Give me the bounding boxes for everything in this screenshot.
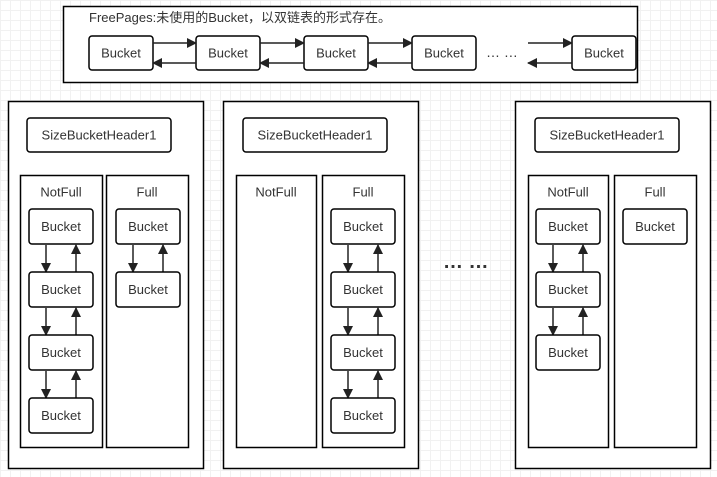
bucket-box [28, 334, 94, 371]
full-label: Full [645, 185, 666, 200]
notfull-label: NotFull [40, 185, 81, 200]
bucket-label: Bucket [548, 345, 588, 360]
free-pages-title: FreePages:未使用的Bucket，以双链表的形式存在。 [89, 10, 391, 25]
bucket-box [330, 271, 396, 308]
bucket-box [535, 334, 601, 371]
full-label: Full [137, 185, 158, 200]
bucket-label: Bucket [41, 345, 81, 360]
bucket-node: Bucket [330, 208, 396, 245]
bucket-label: Bucket [548, 282, 588, 297]
size-bucket-group: SizeBucketHeader1NotFullBucketBucketBuck… [7, 100, 205, 470]
bucket-box [88, 35, 154, 71]
bucket-label: Bucket [128, 282, 168, 297]
bucket-label: Bucket [424, 46, 464, 61]
bucket-label: Bucket [584, 46, 624, 61]
bucket-label: Bucket [101, 46, 141, 61]
notfull-list-box [235, 174, 318, 449]
bucket-label: Bucket [343, 345, 383, 360]
bucket-node: Bucket [28, 208, 94, 245]
bucket-node: Bucket [535, 334, 601, 371]
bucket-node: Bucket [28, 271, 94, 308]
bucket-label: Bucket [343, 282, 383, 297]
bucket-box [330, 208, 396, 245]
size-bucket-header-label: SizeBucketHeader1 [42, 128, 157, 143]
bucket-box [28, 208, 94, 245]
bucket-box [622, 208, 688, 245]
bucket-box [330, 334, 396, 371]
bucket-box [571, 35, 637, 71]
bucket-box [303, 35, 369, 71]
bucket-node: Bucket [330, 397, 396, 434]
bucket-label: Bucket [343, 408, 383, 423]
bucket-node: Bucket [28, 334, 94, 371]
groups-ellipsis: … … [443, 251, 489, 273]
bucket-node: Bucket [330, 271, 396, 308]
bucket-node: Bucket [115, 271, 181, 308]
free-pages-ellipsis: … … [486, 44, 518, 60]
bucket-label: Bucket [41, 219, 81, 234]
notfull-column: NotFull [235, 174, 318, 449]
bucket-label: Bucket [635, 219, 675, 234]
bucket-node: Bucket [535, 208, 601, 245]
free-bucket-node: Bucket [411, 35, 477, 71]
full-label: Full [353, 185, 374, 200]
size-bucket-header [242, 117, 388, 153]
free-bucket-node: Bucket [88, 35, 154, 71]
bucket-node: Bucket [622, 208, 688, 245]
notfull-label: NotFull [255, 185, 296, 200]
size-bucket-header [534, 117, 680, 153]
bucket-label: Bucket [548, 219, 588, 234]
bucket-label: Bucket [128, 219, 168, 234]
bucket-box [115, 271, 181, 308]
bucket-node: Bucket [330, 334, 396, 371]
size-bucket-header-label: SizeBucketHeader1 [550, 128, 665, 143]
free-pages-list: Bucket Bucket Bucket Bucket Bucket [88, 35, 637, 71]
bucket-box [535, 271, 601, 308]
size-bucket-header [26, 117, 172, 153]
bucket-label: Bucket [208, 46, 248, 61]
bucket-label: Bucket [41, 282, 81, 297]
bucket-node: Bucket [115, 208, 181, 245]
bucket-box [195, 35, 261, 71]
bucket-box [411, 35, 477, 71]
bucket-box [535, 208, 601, 245]
size-bucket-header-label: SizeBucketHeader1 [258, 128, 373, 143]
bucket-node: Bucket [28, 397, 94, 434]
bucket-box [330, 397, 396, 434]
size-bucket-groups: SizeBucketHeader1NotFullBucketBucketBuck… [7, 100, 712, 470]
notfull-label: NotFull [547, 185, 588, 200]
bucket-box [28, 271, 94, 308]
size-bucket-group: SizeBucketHeader1NotFullBucketBucketBuck… [514, 100, 712, 470]
free-bucket-node: Bucket [571, 35, 637, 71]
bucket-box [28, 397, 94, 434]
bucket-label: Bucket [343, 219, 383, 234]
bucket-node: Bucket [535, 271, 601, 308]
bucket-label: Bucket [41, 408, 81, 423]
free-bucket-node: Bucket [195, 35, 261, 71]
free-bucket-node: Bucket [303, 35, 369, 71]
bucket-label: Bucket [316, 46, 356, 61]
bucket-box [115, 208, 181, 245]
